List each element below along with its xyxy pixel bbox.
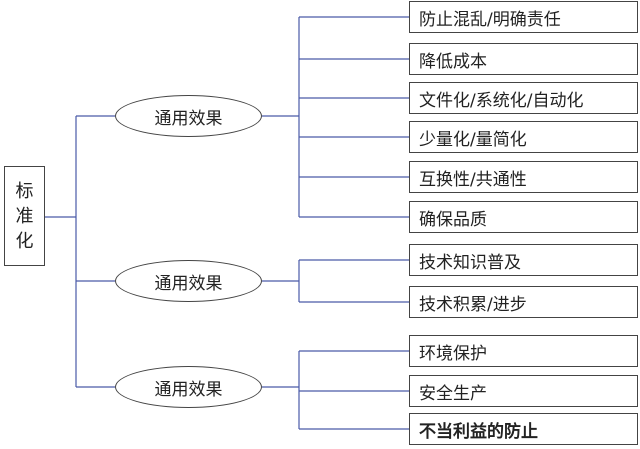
leaf-node: 防止混乱/明确责任: [409, 1, 638, 33]
leaf-node: 少量化/量简化: [409, 121, 638, 153]
group-label: 通用效果: [154, 379, 223, 400]
leaf-node: 互换性/共通性: [409, 161, 638, 193]
leaf-label: 技术知识普及: [419, 252, 521, 273]
root-node: 标准化: [4, 166, 45, 266]
leaf-node: 安全生产: [409, 375, 638, 407]
leaf-node: 降低成本: [409, 43, 638, 75]
leaf-label: 互换性/共通性: [419, 169, 527, 190]
group-label: 通用效果: [154, 108, 223, 129]
leaf-label: 少量化/量简化: [419, 129, 527, 150]
group-label: 通用效果: [154, 273, 223, 294]
leaf-node: 环境保护: [409, 335, 638, 367]
leaf-label: 安全生产: [419, 383, 487, 404]
leaf-label: 环境保护: [419, 343, 487, 364]
leaf-node: 确保品质: [409, 201, 638, 233]
leaf-label: 技术积累/进步: [419, 294, 527, 315]
leaf-label: 确保品质: [419, 209, 487, 230]
leaf-node: 不当利益的防止: [409, 413, 638, 445]
root-label: 标准化: [15, 180, 34, 252]
group-node-2: 通用效果: [115, 260, 262, 302]
group-node-1: 通用效果: [115, 95, 262, 137]
leaf-label: 防止混乱/明确责任: [419, 9, 561, 30]
group-node-3: 通用效果: [115, 366, 262, 408]
leaf-label: 不当利益的防止: [419, 421, 538, 442]
leaf-node: 技术积累/进步: [409, 286, 638, 318]
leaf-label: 文件化/系统化/自动化: [419, 90, 584, 111]
leaf-label: 降低成本: [419, 51, 487, 72]
leaf-node: 文件化/系统化/自动化: [409, 82, 638, 114]
leaf-node: 技术知识普及: [409, 244, 638, 276]
